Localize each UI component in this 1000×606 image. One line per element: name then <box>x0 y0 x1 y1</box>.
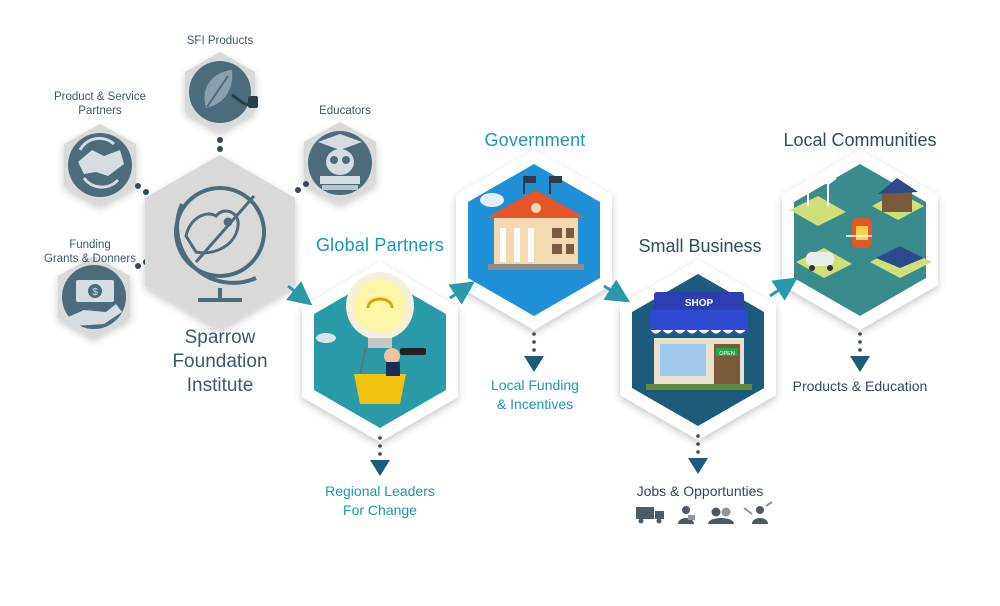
open-sign: OPEN <box>719 351 735 357</box>
product-service-partners-node <box>64 124 136 206</box>
handshake-icon <box>78 136 124 189</box>
government-node <box>456 150 612 330</box>
global-partners-title: Global Partners <box>315 235 445 255</box>
government-title: Government <box>484 130 586 150</box>
funding-line2: Grants & Donners <box>43 253 137 265</box>
jobs-icons <box>636 501 773 524</box>
small-business-node: SHOP OPEN <box>620 260 776 440</box>
global-partners-sub-line1: Regional Leaders <box>325 483 435 499</box>
hub-line2: Foundation <box>172 351 268 372</box>
hub-line1: Sparrow <box>184 327 256 348</box>
funding-line1: Funding <box>69 239 111 251</box>
bird-globe-icon <box>174 186 266 302</box>
small-business-title: Small Business <box>638 236 762 256</box>
local-communities-node <box>782 150 938 330</box>
lightbulb-balloon-icon <box>316 272 426 404</box>
funding-label: Funding Grants & Donners <box>30 238 150 266</box>
shop-storefront-icon: SHOP OPEN <box>646 292 752 390</box>
funding-node: $ <box>58 256 130 338</box>
government-building-icon <box>480 176 586 270</box>
worker-icon <box>678 506 695 524</box>
down-arrow-small-business <box>688 434 708 474</box>
owl-books-icon <box>318 134 362 190</box>
global-partners-sub-line2: For Change <box>343 502 417 518</box>
down-arrow-global <box>370 436 390 476</box>
government-subtitle: Local Funding & Incentives <box>460 376 610 414</box>
down-arrow-local-communities <box>850 332 870 372</box>
money-hand-icon: $ <box>66 280 122 326</box>
mechanic-icon <box>743 501 773 524</box>
government-sub-line1: Local Funding <box>491 377 579 393</box>
leaf-plug-icon <box>204 70 258 108</box>
svg-text:$: $ <box>92 287 98 298</box>
product-service-line1: Product & Service <box>53 91 147 103</box>
global-partners-node <box>302 262 458 442</box>
hub-title: Sparrow Foundation Institute <box>140 326 300 398</box>
global-partners-subtitle: Regional Leaders For Change <box>300 482 460 520</box>
sparrow-hub-node <box>145 155 295 329</box>
shop-sign: SHOP <box>685 298 714 309</box>
educators-node <box>304 122 376 204</box>
product-service-line2: Partners <box>78 105 122 117</box>
down-arrow-government <box>524 332 544 372</box>
sfi-products-node <box>185 52 258 132</box>
product-service-partners-label: Product & Service Partners <box>40 90 160 118</box>
local-communities-subtitle: Products & Education <box>792 378 928 394</box>
flow-arrows <box>286 277 798 306</box>
hub-line3: Institute <box>186 375 254 396</box>
local-communities-title: Local Communities <box>783 130 937 150</box>
renewable-community-icon <box>790 169 932 278</box>
government-sub-line2: & Incentives <box>496 396 574 412</box>
small-business-subtitle: Jobs & Opportunties <box>636 483 764 499</box>
educators-label: Educators <box>319 105 371 117</box>
truck-icon <box>636 507 664 524</box>
sfi-products-label: SFI Products <box>186 35 254 47</box>
team-icon <box>708 507 734 524</box>
